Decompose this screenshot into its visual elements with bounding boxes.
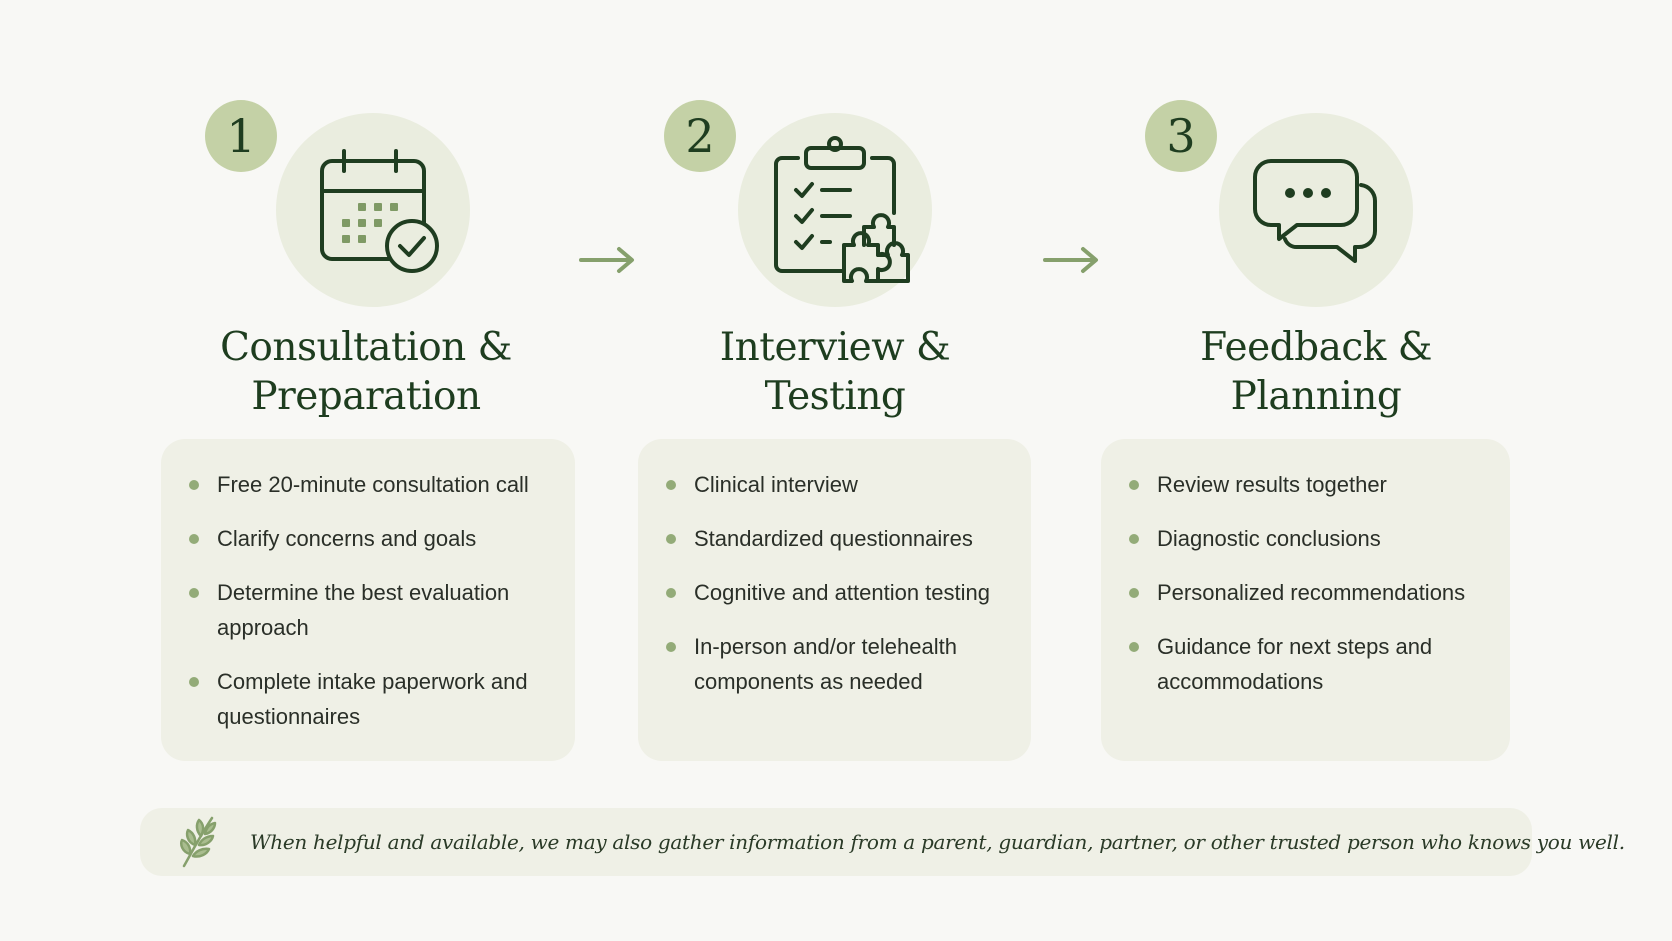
- step-3-number-badge: 3: [1145, 100, 1217, 172]
- list-item: Free 20-minute consultation call: [189, 467, 555, 502]
- step-2-title-line1: Interview &: [719, 325, 951, 370]
- bullet-dot: [666, 480, 676, 490]
- step-1-title: Consultation & Preparation: [166, 323, 566, 421]
- step-3-list: Review results together Diagnostic concl…: [1129, 467, 1490, 699]
- step-2-list: Clinical interview Standardized question…: [666, 467, 1011, 699]
- info-note: When helpful and available, we may also …: [140, 808, 1625, 876]
- bullet-dot: [1129, 588, 1139, 598]
- step-3-icon-circle: [1219, 113, 1413, 307]
- list-item: Review results together: [1129, 467, 1490, 502]
- note-text: When helpful and available, we may also …: [250, 830, 1625, 854]
- step-2-card: Clinical interview Standardized question…: [638, 439, 1031, 761]
- step-2-title: Interview & Testing: [635, 323, 1035, 421]
- list-item: Clarify concerns and goals: [189, 521, 555, 556]
- list-item: Guidance for next steps and accommodatio…: [1129, 629, 1490, 699]
- list-item: Personalized recommendations: [1129, 575, 1490, 610]
- bullet-dot: [666, 642, 676, 652]
- list-item: Clinical interview: [666, 467, 1011, 502]
- step-1-title-line1: Consultation &: [220, 325, 512, 370]
- step-3-title-line1: Feedback &: [1200, 325, 1432, 370]
- clipboard-puzzle-icon: [774, 136, 910, 283]
- chat-bubbles-icon: [1253, 159, 1378, 263]
- bullet-dot: [189, 480, 199, 490]
- bullet-dot: [189, 534, 199, 544]
- arrow-right-icon: [579, 247, 634, 273]
- list-item: Cognitive and attention testing: [666, 575, 1011, 610]
- bullet-dot: [1129, 642, 1139, 652]
- step-1-list: Free 20-minute consultation call Clarify…: [189, 467, 555, 734]
- list-item: In-person and/or telehealth components a…: [666, 629, 1011, 699]
- leaf-sprig-icon: [180, 816, 217, 868]
- bullet-dot: [666, 534, 676, 544]
- list-item: Standardized questionnaires: [666, 521, 1011, 556]
- step-1-number-badge: 1: [205, 100, 277, 172]
- bullet-dot: [189, 588, 199, 598]
- step-2-title-line2: Testing: [764, 374, 906, 419]
- bullet-dot: [666, 588, 676, 598]
- step-1-icon-circle: [276, 113, 470, 307]
- calendar-check-icon: [320, 149, 439, 273]
- step-2-icon-circle: [738, 113, 932, 307]
- list-item: Determine the best evaluation approach: [189, 575, 555, 645]
- step-1-card: Free 20-minute consultation call Clarify…: [161, 439, 575, 761]
- step-2-number-badge: 2: [664, 100, 736, 172]
- step-3-title: Feedback & Planning: [1116, 323, 1516, 421]
- list-item: Complete intake paperwork and questionna…: [189, 664, 555, 734]
- arrow-right-icon: [1043, 247, 1098, 273]
- bullet-dot: [1129, 480, 1139, 490]
- step-3-title-line2: Planning: [1230, 374, 1402, 419]
- list-item: Diagnostic conclusions: [1129, 521, 1490, 556]
- bullet-dot: [189, 677, 199, 687]
- step-3-card: Review results together Diagnostic concl…: [1101, 439, 1510, 761]
- step-1-title-line2: Preparation: [251, 374, 481, 419]
- bullet-dot: [1129, 534, 1139, 544]
